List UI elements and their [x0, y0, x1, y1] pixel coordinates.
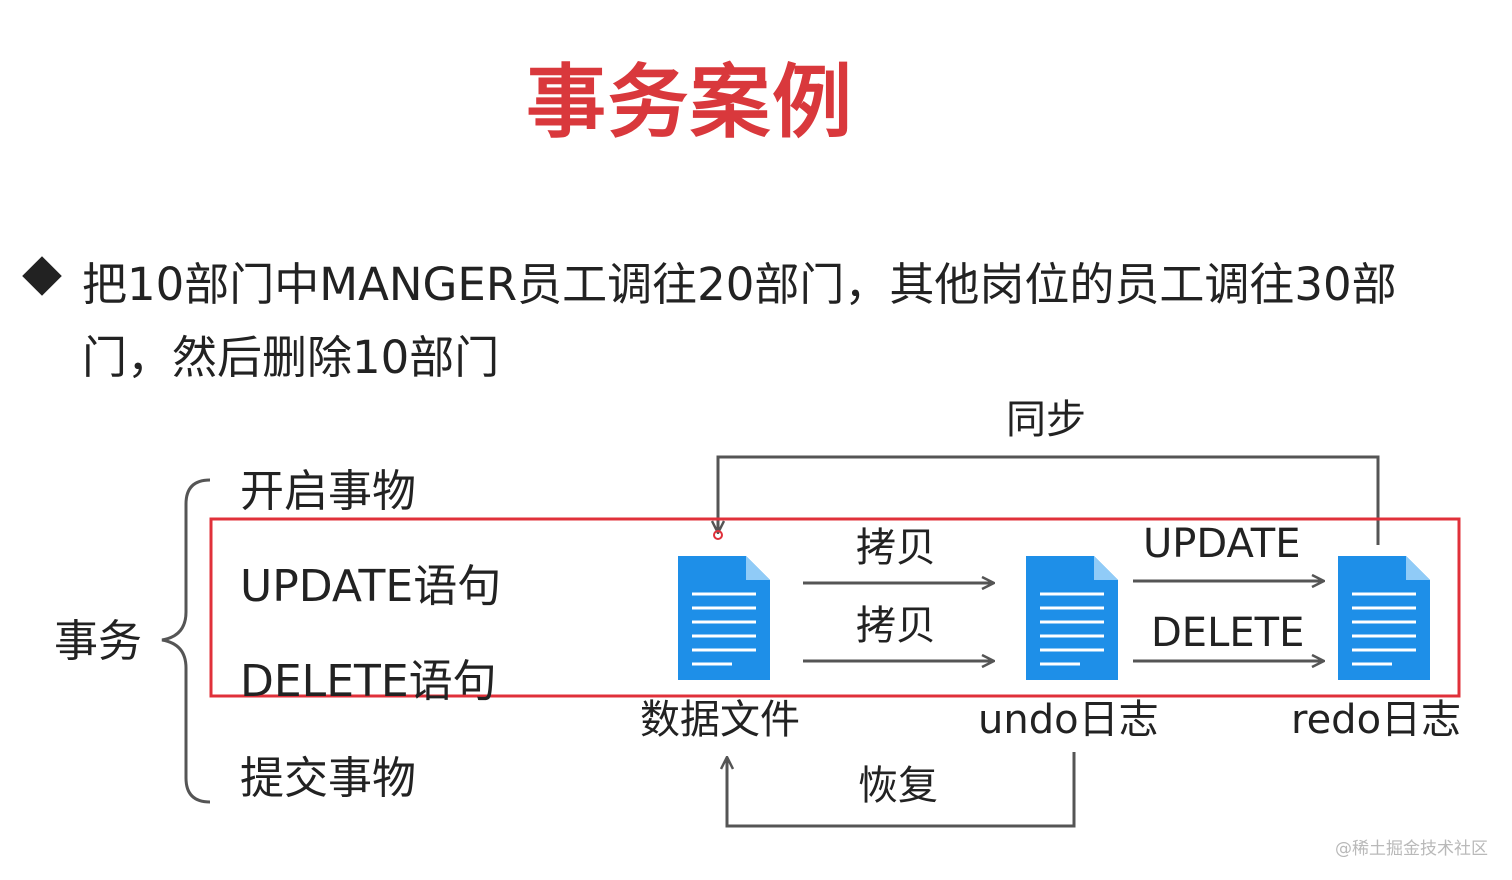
- transaction-label: 事务: [54, 616, 142, 667]
- undo-log-document-icon: [1026, 556, 1118, 680]
- data-file-document-icon: [678, 556, 770, 680]
- step-update-statement: UPDATE语句: [240, 561, 502, 612]
- data-file-label: 数据文件: [640, 697, 800, 743]
- step-commit-transaction: 提交事物: [240, 753, 416, 804]
- pointer-dot: [713, 530, 723, 540]
- redo-log-label: redo日志: [1291, 697, 1462, 743]
- step-begin-transaction: 开启事物: [240, 466, 416, 517]
- delete-label: DELETE: [1151, 610, 1305, 656]
- sync-connector: [718, 455, 1380, 545]
- step-delete-statement: DELETE语句: [240, 656, 497, 707]
- copy-label-1: 拷贝: [856, 525, 936, 571]
- bullet-text-line-2: 门，然后删除10部门: [82, 331, 500, 384]
- update-label: UPDATE: [1143, 521, 1301, 567]
- bullet-text-line-1: 把10部门中MANGER员工调往20部门，其他岗位的员工调往30部: [82, 258, 1397, 311]
- recover-label: 恢复: [858, 763, 938, 809]
- transaction-brace: [161, 478, 211, 804]
- slide-title: 事务案例: [526, 56, 854, 149]
- recover-connector: [727, 752, 1076, 828]
- sync-label: 同步: [1006, 397, 1086, 443]
- undo-log-label: undo日志: [978, 697, 1159, 743]
- highlight-box: [209, 517, 1461, 698]
- watermark: @稀土掘金技术社区: [1335, 839, 1488, 859]
- copy-label-2: 拷贝: [856, 603, 936, 649]
- redo-log-document-icon: [1338, 556, 1430, 680]
